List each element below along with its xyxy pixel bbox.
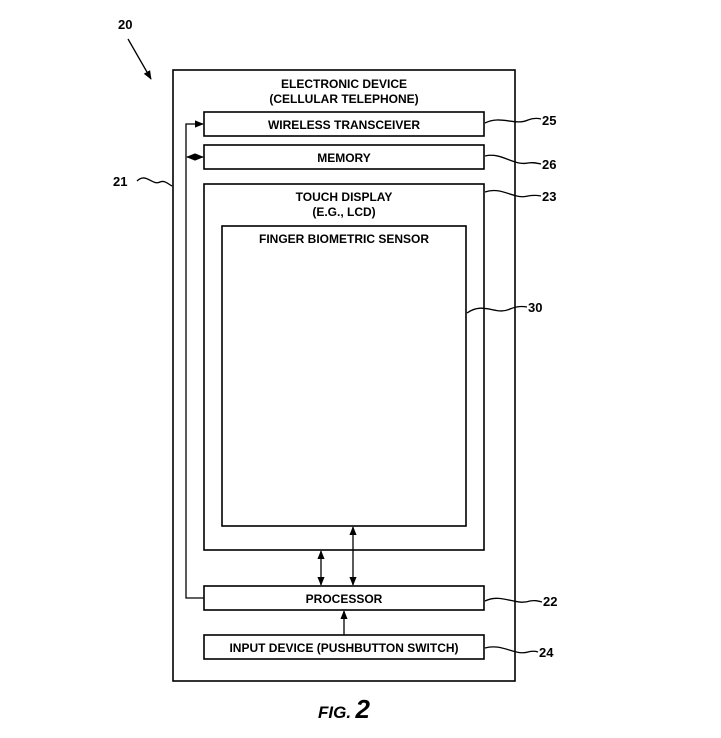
ref-transceiver-leader (484, 117, 542, 124)
touch-display-subtitle: (E.G., LCD) (312, 205, 375, 219)
input-device-block (203, 634, 485, 660)
ref-processor: 22 (543, 594, 557, 609)
ref-device-arrow (127, 38, 152, 80)
wireless-transceiver-block (203, 111, 485, 137)
touch-display-title: TOUCH DISPLAY (296, 190, 393, 204)
wireless-transceiver-label: WIRELESS TRANSCEIVER (268, 118, 420, 132)
input-device-label: INPUT DEVICE (PUSHBUTTON SWITCH) (229, 641, 458, 655)
ref-processor-leader (484, 597, 543, 603)
figure-label-number: 2 (355, 694, 371, 724)
bus-processor-transceiver (185, 120, 204, 599)
memory-block (203, 144, 485, 170)
ref-transceiver: 25 (542, 113, 556, 128)
ref-housing: 21 (113, 174, 127, 189)
ref-device: 20 (118, 17, 132, 32)
ref-sensor-leader (466, 305, 528, 314)
ref-display: 23 (542, 189, 556, 204)
ref-memory-leader (484, 154, 542, 165)
finger-biometric-sensor-label: FINGER BIOMETRIC SENSOR (259, 232, 429, 246)
ref-housing-leader (136, 177, 173, 187)
ref-sensor: 30 (528, 300, 542, 315)
memory-label: MEMORY (317, 151, 371, 165)
processor-label: PROCESSOR (306, 592, 383, 606)
ref-input-leader (484, 646, 539, 654)
device-subtitle: (CELLULAR TELEPHONE) (269, 92, 418, 106)
ref-memory: 26 (542, 157, 556, 172)
ref-input: 24 (539, 645, 554, 660)
figure-label: FIG. 2 (318, 694, 371, 724)
ref-display-leader (484, 189, 542, 198)
device-title: ELECTRONIC DEVICE (281, 77, 407, 91)
processor-block (203, 585, 485, 611)
finger-biometric-sensor-block (221, 225, 467, 527)
figure-label-prefix: FIG. (318, 703, 351, 722)
